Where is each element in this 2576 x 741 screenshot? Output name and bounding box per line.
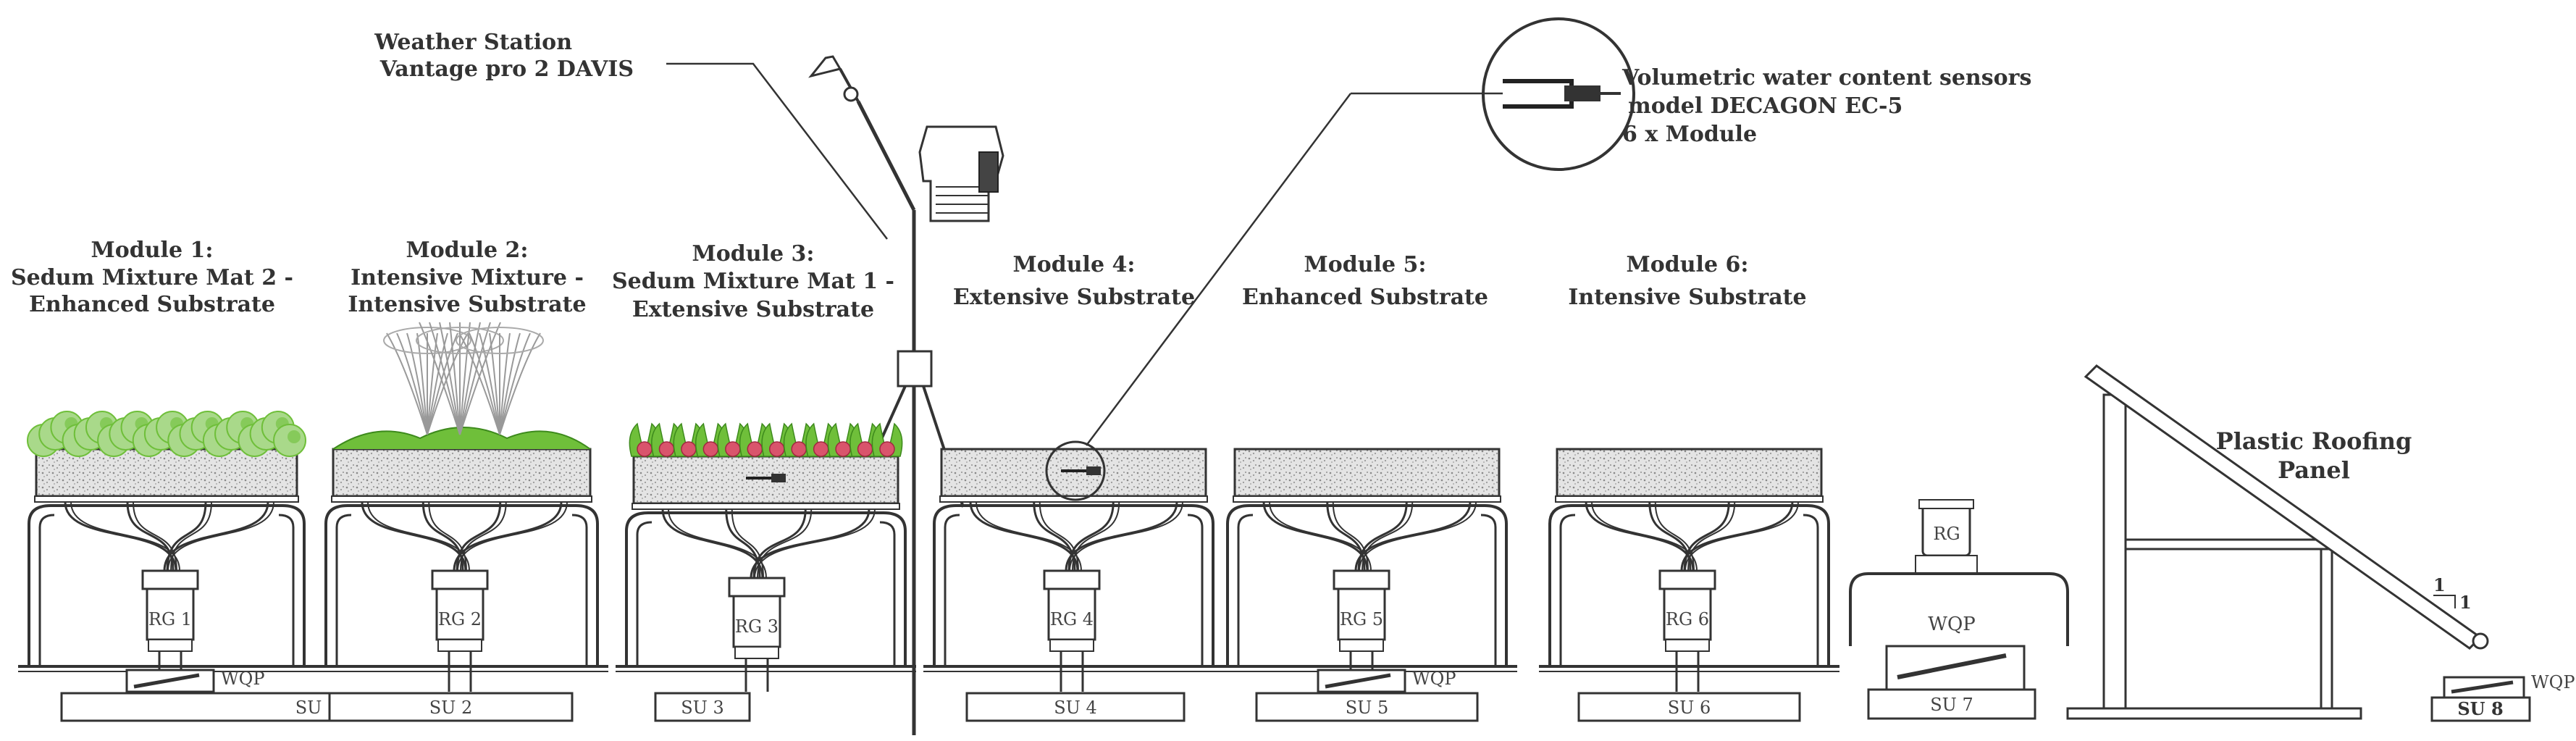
weather-station-label-line1: Weather Station — [374, 30, 572, 55]
sensor-location-circle — [1045, 440, 1106, 501]
module-5-label-title: Module 5: — [1304, 252, 1427, 277]
module-4: Module 4: Extensive Substrate RG 4 SU 4 — [923, 252, 1224, 722]
module-4-label-line2: Extensive Substrate — [953, 285, 1195, 310]
module-2-substrate — [332, 448, 592, 498]
rg7-label: RG — [1933, 524, 1960, 544]
module-6-frame — [1548, 504, 1830, 666]
module-2: Module 2:Intensive Mixture -Intensive Su… — [315, 238, 608, 722]
rain-gauge-6 — [1663, 587, 1712, 641]
wqp-label-module-5: WQP — [1412, 669, 1456, 689]
su3-label: SU 3 — [681, 698, 724, 718]
module-5-frame — [1226, 504, 1508, 666]
sampling-unit-3 — [654, 692, 751, 722]
weather-station — [808, 55, 1004, 735]
wqp-label-su7: WQP — [1928, 614, 1976, 635]
slope-label-a: 1 — [2433, 574, 2446, 595]
sampling-unit-4 — [965, 692, 1186, 722]
slope-indicator — [2433, 595, 2456, 608]
weather-station-label-line2: Vantage pro 2 DAVIS — [379, 56, 634, 82]
rg6-label: RG 6 — [1666, 609, 1709, 629]
module-1-label-title: Module 1: — [91, 238, 214, 263]
grass-tuft-icon — [456, 327, 544, 354]
roof-panel-label-line2: Panel — [2278, 456, 2350, 484]
module-6-substrate — [1556, 448, 1823, 498]
grass-tuft-icon — [416, 327, 504, 354]
module-3-substrate — [632, 455, 899, 505]
sampling-unit-su7 — [1867, 688, 2036, 720]
module-5-substrate — [1233, 448, 1501, 498]
data-logger-box — [897, 350, 933, 388]
sampling-unit-su8 — [2430, 696, 2531, 722]
grass-tuft-icon — [383, 327, 471, 354]
module-1-label-line2: Sedum Mixture Mat 2 - — [11, 265, 293, 290]
module-6-label-title: Module 6: — [1627, 252, 1749, 277]
su5-label: SU 5 — [1346, 698, 1389, 718]
module-3-label-line3: Extensive Substrate — [632, 297, 874, 322]
su6-label: SU 6 — [1668, 698, 1711, 718]
wqp-label-module-1: WQP — [221, 669, 265, 689]
sensor-label-line1: Volumetric water content sensors — [1621, 65, 2031, 91]
weather-station-leader-line — [666, 62, 888, 240]
modules-group: Module 1:Sedum Mixture Mat 2 -Enhanced S… — [11, 238, 1839, 722]
rain-gauge-1 — [146, 587, 195, 641]
module-1-frame — [28, 504, 306, 666]
roof-panel-label-line1: Plastic Roofing — [2216, 427, 2412, 455]
water-quality-probe-box-5 — [1317, 669, 1406, 693]
module-5: Module 5: Enhanced Substrate RG 5 WQP SU 5 — [1217, 252, 1517, 722]
module-2-label-title: Module 2: — [406, 238, 529, 263]
rg3-label: RG 3 — [735, 616, 779, 637]
module-2-label-line2: Intensive Mixture - — [351, 265, 584, 290]
module-6: Module 6: Intensive Substrate RG 6 SU 6 — [1539, 252, 1839, 722]
module-6-label-line2: Intensive Substrate — [1568, 285, 1806, 310]
module-4-substrate — [940, 448, 1207, 498]
gutter-outlet-icon — [2472, 632, 2489, 650]
su4-label: SU 4 — [1054, 698, 1097, 718]
control-unit: RG WQP SU 7 — [1849, 499, 2069, 720]
solar-panel-icon — [978, 151, 999, 193]
soil-moisture-sensor-icon — [1503, 79, 1621, 109]
module-4-label-title: Module 4: — [1013, 252, 1136, 277]
module-3: Module 3:Sedum Mixture Mat 1 - Extensive … — [612, 241, 916, 722]
wqp-label-su8: WQP — [2531, 672, 2575, 692]
su2-label: SU 2 — [429, 698, 473, 718]
module-1: Module 1:Sedum Mixture Mat 2 -Enhanced S… — [11, 238, 574, 722]
plastic-roofing-panel — [2084, 364, 2483, 650]
control-unit-frame — [1849, 572, 2069, 646]
sampling-unit-2 — [328, 692, 574, 722]
rg1-label: RG 1 — [148, 609, 192, 629]
module-3-frame — [625, 511, 907, 666]
rain-collector-icon — [918, 125, 1004, 222]
module-3-label-title: Module 3: — [692, 241, 815, 267]
slope-label-b: 1 — [2459, 592, 2472, 613]
sampling-unit-5 — [1255, 692, 1479, 722]
module-5-label-line2: Enhanced Substrate — [1242, 285, 1488, 310]
module-4-frame — [933, 504, 1214, 666]
rg5-label: RG 5 — [1340, 609, 1383, 629]
su8-label: SU 8 — [2457, 698, 2503, 719]
module-2-label-line3: Intensive Substrate — [348, 292, 586, 317]
wind-vane-icon — [808, 55, 842, 78]
water-quality-probe-box-1 — [125, 669, 215, 693]
rain-gauge-3 — [732, 595, 781, 648]
groundcover-plants — [332, 427, 591, 450]
rain-gauge-4 — [1047, 587, 1096, 641]
sampling-unit-6 — [1577, 692, 1801, 722]
roof-panel-rig: 1 1 Plastic Roofing Panel WQP SU 8 — [2066, 364, 2575, 722]
rg4-label: RG 4 — [1050, 609, 1094, 629]
su7-label: SU 7 — [1930, 695, 1973, 715]
sensor-label-line2: model DECAGON EC-5 — [1628, 93, 1902, 119]
rg2-label: RG 2 — [438, 609, 482, 629]
module-2-frame — [324, 504, 599, 666]
module-1-label-line3: Enhanced Substrate — [29, 292, 275, 317]
sensor-label-line3: 6 x Module — [1622, 122, 1757, 147]
module-3-label-line2: Sedum Mixture Mat 1 - — [612, 269, 894, 294]
